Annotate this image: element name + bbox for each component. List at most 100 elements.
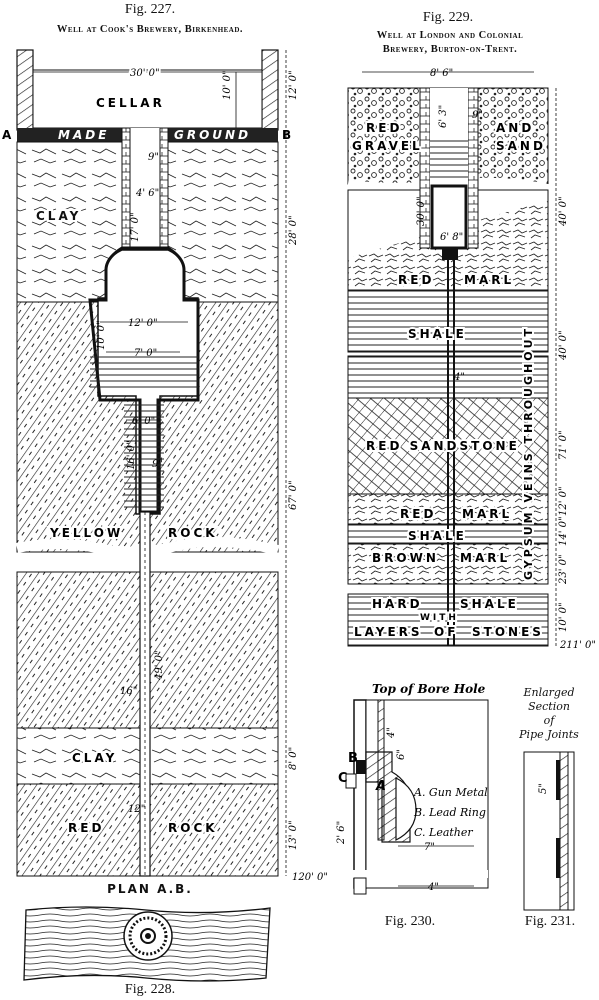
- dim-9in-lower: 9": [152, 459, 163, 470]
- fig231-title-line4: Pipe Joints: [519, 728, 579, 741]
- fig231-title-line1: Enlarged: [523, 686, 575, 699]
- label-red-2: RED: [400, 507, 436, 521]
- dim-10ft-chamber: 10' 0": [96, 320, 107, 350]
- label-yellow: YELLOW: [49, 526, 123, 540]
- dim-6ft3: 6' 3": [438, 105, 449, 128]
- dim-211ft: 211' 0": [559, 640, 596, 651]
- label-shale-2: SHALE: [408, 529, 467, 543]
- fig231-title-line3: of: [543, 714, 555, 727]
- dim-10ft: 10' 0": [222, 70, 233, 100]
- label-gravel: GRAVEL: [352, 139, 423, 153]
- dim-17ft: 17' 0": [130, 212, 141, 242]
- cellar-wall-right: [261, 49, 279, 131]
- dim-9in-229: 9": [472, 110, 483, 121]
- label-layers: LAYERS: [354, 625, 423, 639]
- dim-12ft-chamber: 12' 0": [128, 318, 158, 329]
- dim-40ft-b: 40' 0": [558, 330, 569, 361]
- dim-9in: 9": [148, 152, 159, 163]
- fig227-title: Well at Cook's Brewery, Birkenhead.: [56, 24, 244, 35]
- fig229-caption: Fig. 229.: [422, 10, 474, 25]
- label-sand: SAND: [496, 139, 546, 153]
- label-clay-lower: CLAY: [72, 751, 117, 765]
- label-of: OF: [434, 625, 458, 639]
- dim-7in: 7": [424, 842, 435, 853]
- dim-4in: 4": [453, 372, 465, 383]
- dim-28ft: 28' 0": [288, 215, 299, 246]
- fig230-caption: Fig. 230.: [384, 914, 436, 929]
- label-hard: HARD: [372, 597, 423, 611]
- fig-229: RED GRAVEL AND SAND RED MARL SHALE RED S…: [347, 68, 596, 651]
- label-red-marl-1: RED: [398, 273, 434, 287]
- dim-8ft6: 8' 6": [430, 68, 453, 79]
- fig230-title: Top of Bore Hole: [372, 682, 486, 696]
- dim-23ft: 23' 0": [558, 554, 569, 585]
- label-red: RED: [68, 821, 104, 835]
- dim-10ft-229: 10' 0": [558, 602, 569, 632]
- label-red-gravel: RED: [366, 121, 402, 135]
- label-rock: ROCK: [168, 526, 218, 540]
- dim-8ft: 8' 0": [288, 747, 299, 770]
- label-and: AND: [496, 121, 534, 135]
- mark-a: A: [2, 128, 14, 142]
- cellar: [32, 69, 263, 129]
- dim-40ft-a: 40' 0": [558, 196, 569, 227]
- label-gypsum-veins: GYPSUM VEINS THROUGHOUT: [522, 326, 535, 580]
- fig-227: CELLAR MADE GROUND CLAY YELLOW ROCK CLAY…: [2, 49, 328, 883]
- dim-6ft: 6' 0": [132, 416, 155, 427]
- fig229-title-line2: Brewery, Burton-on-Trent.: [382, 44, 518, 55]
- mark-b-230: B: [348, 751, 358, 766]
- mark-b: B: [282, 128, 294, 142]
- dim-5in: 5": [538, 783, 549, 794]
- dim-14ft: 14' 0": [558, 516, 569, 546]
- legend-b: B. Lead Ring: [413, 806, 486, 819]
- label-cellar: CELLAR: [96, 96, 165, 110]
- dim-13ft: 13' 0": [288, 820, 299, 850]
- fig-230: Top of Bore Hole A. Gun Metal B. Lead Ri…: [336, 682, 489, 895]
- dim-4in-bottom: 4": [427, 882, 439, 893]
- label-marl-1: MARL: [464, 273, 514, 287]
- dim-12ft-229: 12' 0": [558, 486, 569, 516]
- label-marl-2: MARL: [462, 507, 512, 521]
- label-shale-3: SHALE: [460, 597, 519, 611]
- label-rock-red: ROCK: [168, 821, 218, 835]
- dim-4in-230: 4": [386, 727, 397, 739]
- fig-228: [23, 906, 271, 982]
- fig227-caption: Fig. 227.: [124, 2, 176, 17]
- fig228-title: PLAN A.B.: [107, 882, 193, 896]
- label-red-sandstone: RED SANDSTONE: [366, 439, 520, 453]
- dim-12ft: 12' 0": [288, 70, 299, 100]
- cellar-wall-left: [16, 49, 34, 131]
- water-level: [90, 355, 198, 390]
- label-made: MADE: [58, 128, 109, 142]
- label-shale: SHALE: [408, 327, 467, 341]
- dim-7ft: 7' 0": [134, 348, 157, 359]
- dim-6ft8: 6' 8": [440, 232, 463, 243]
- dim-30ft: 30' 0": [130, 68, 160, 79]
- dim-12in: 12": [128, 804, 145, 815]
- dim-16ft: 16' 0": [126, 440, 137, 470]
- dim-16in: 16": [120, 686, 137, 697]
- label-ground: GROUND: [174, 128, 251, 142]
- dim-49ft: 49' 0": [154, 650, 165, 681]
- dim-6in-230: 6": [396, 749, 407, 760]
- dim-120ft: 120' 0": [292, 872, 328, 883]
- fig231-title: Enlarged Section of Pipe Joints: [506, 686, 592, 742]
- label-clay: CLAY: [36, 209, 81, 223]
- mark-a-230: A: [375, 779, 386, 794]
- fig231-title-line2: Section: [528, 700, 570, 713]
- dim-4ft6: 4' 6": [135, 188, 159, 199]
- dim-30ft: 30' 0": [416, 196, 427, 226]
- dim-71ft: 71' 0": [558, 430, 569, 460]
- fig229-title-line1: Well at London and Colonial: [376, 30, 524, 41]
- fig231-caption: Fig. 231.: [524, 914, 576, 929]
- legend-a: A. Gun Metal: [413, 786, 488, 799]
- label-with: WITH: [420, 613, 459, 623]
- dim-67ft: 67' 0": [288, 480, 299, 510]
- legend-c: C. Leather: [414, 826, 473, 839]
- fig-231: 5": [523, 751, 575, 911]
- mark-c-230: C: [338, 771, 348, 786]
- label-marl-3: MARL: [460, 551, 510, 565]
- dim-2ft6: 2' 6": [336, 821, 347, 845]
- fig228-caption: Fig. 228.: [124, 982, 176, 997]
